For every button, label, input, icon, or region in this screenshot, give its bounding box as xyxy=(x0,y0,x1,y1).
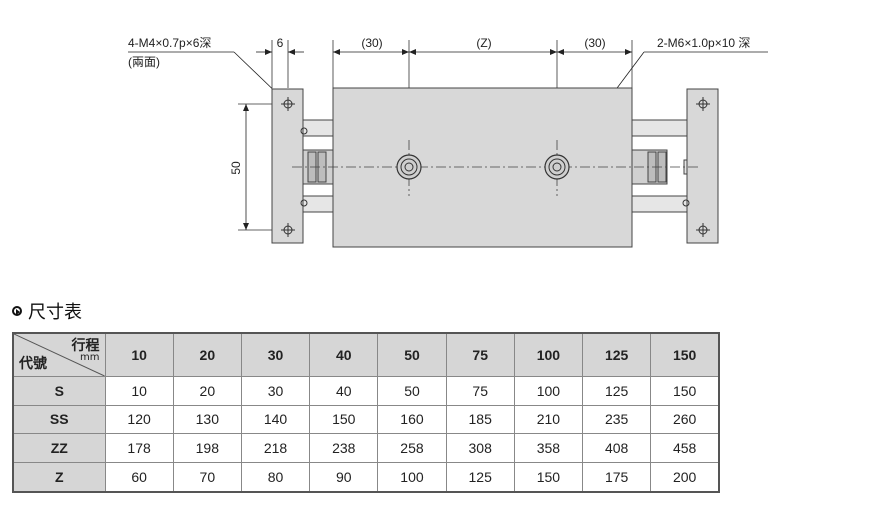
section-title: 尺寸表 xyxy=(12,298,82,324)
dim-50-label: 50 xyxy=(229,161,243,175)
table-row: ZZ 178 198 218 238 258 308 358 408 458 xyxy=(12,433,720,463)
table-cell: 258 xyxy=(377,433,447,463)
table-row: Z 60 70 80 90 100 125 150 175 200 xyxy=(12,461,720,493)
table-cell: 50 xyxy=(377,376,447,406)
table-cell: 70 xyxy=(172,461,242,493)
bullet-icon xyxy=(12,306,22,316)
table-cell: 125 xyxy=(445,461,515,493)
table-cell: 130 xyxy=(172,404,242,435)
column-header: 75 xyxy=(445,332,515,377)
port-hole-left xyxy=(396,154,422,180)
table-cell: 235 xyxy=(582,404,652,435)
table-cell: 100 xyxy=(377,461,447,493)
column-header: 30 xyxy=(240,332,311,377)
guide-rods xyxy=(302,119,688,213)
cylinder-body xyxy=(332,87,633,248)
table-cell: 100 xyxy=(513,376,584,406)
row-code: ZZ xyxy=(12,433,106,463)
left-end-plate xyxy=(271,88,304,244)
dim-30-left-label: (30) xyxy=(361,36,382,50)
table-cell: 140 xyxy=(240,404,311,435)
table-cell: 150 xyxy=(309,404,379,435)
table-row: SS 120 130 140 150 160 185 210 235 260 xyxy=(12,404,720,435)
table-cell: 75 xyxy=(445,376,515,406)
code-label: 代號 xyxy=(19,356,47,372)
column-header: 50 xyxy=(377,332,447,377)
table-cell: 185 xyxy=(445,404,515,435)
mounting-holes xyxy=(281,97,710,237)
left-tap-label: 4-M4×0.7p×6深 xyxy=(128,36,211,50)
row-code: S xyxy=(12,376,106,406)
column-header: 150 xyxy=(650,332,720,377)
header-row: 行程 mm 代號 10 20 30 40 50 75 100 125 150 xyxy=(12,332,720,377)
row-code: SS xyxy=(12,404,106,435)
table-cell: 60 xyxy=(104,461,174,493)
table-cell: 260 xyxy=(650,404,720,435)
table-cell: 175 xyxy=(582,461,652,493)
dim-6-label: 6 xyxy=(277,36,284,50)
technical-drawing: 6 (30) (Z) (30) 50 4-M4×0.7p×6深 (兩面) 2-M… xyxy=(128,36,768,248)
table-cell: 150 xyxy=(650,376,720,406)
port-hole-right xyxy=(544,154,570,180)
column-header: 100 xyxy=(513,332,584,377)
dim-z-label: (Z) xyxy=(476,36,491,50)
dim-30-right-label: (30) xyxy=(584,36,605,50)
table-cell: 198 xyxy=(172,433,242,463)
right-end-plate xyxy=(686,88,719,244)
table-cell: 218 xyxy=(240,433,311,463)
table-cell: 80 xyxy=(240,461,311,493)
table-cell: 358 xyxy=(513,433,584,463)
dimension-lines xyxy=(243,49,632,230)
section-title-text: 尺寸表 xyxy=(28,302,82,323)
left-tap-note: (兩面) xyxy=(128,55,160,69)
table-cell: 150 xyxy=(513,461,584,493)
table-row: S 10 20 30 40 50 75 100 125 150 xyxy=(12,376,720,406)
column-header: 20 xyxy=(172,332,242,377)
column-header: 10 xyxy=(104,332,174,377)
table-cell: 408 xyxy=(582,433,652,463)
table-cell: 40 xyxy=(309,376,379,406)
right-tap-label: 2-M6×1.0p×10 深 xyxy=(657,36,750,50)
unit-label: mm xyxy=(80,352,100,363)
table-cell: 238 xyxy=(309,433,379,463)
stroke-label: 行程 xyxy=(71,338,100,354)
table-cell: 308 xyxy=(445,433,515,463)
column-header: 40 xyxy=(309,332,379,377)
corner-header: 行程 mm 代號 xyxy=(12,332,106,377)
table-cell: 10 xyxy=(104,376,174,406)
table-cell: 30 xyxy=(240,376,311,406)
table-cell: 210 xyxy=(513,404,584,435)
dimension-table: 行程 mm 代號 10 20 30 40 50 75 100 125 150 S… xyxy=(12,332,720,493)
table-cell: 200 xyxy=(650,461,720,493)
table-cell: 125 xyxy=(582,376,652,406)
column-header: 125 xyxy=(582,332,652,377)
table-cell: 20 xyxy=(172,376,242,406)
row-code: Z xyxy=(12,461,106,493)
table-cell: 90 xyxy=(309,461,379,493)
table-cell: 120 xyxy=(104,404,174,435)
table-cell: 160 xyxy=(377,404,447,435)
table-cell: 458 xyxy=(650,433,720,463)
table-cell: 178 xyxy=(104,433,174,463)
